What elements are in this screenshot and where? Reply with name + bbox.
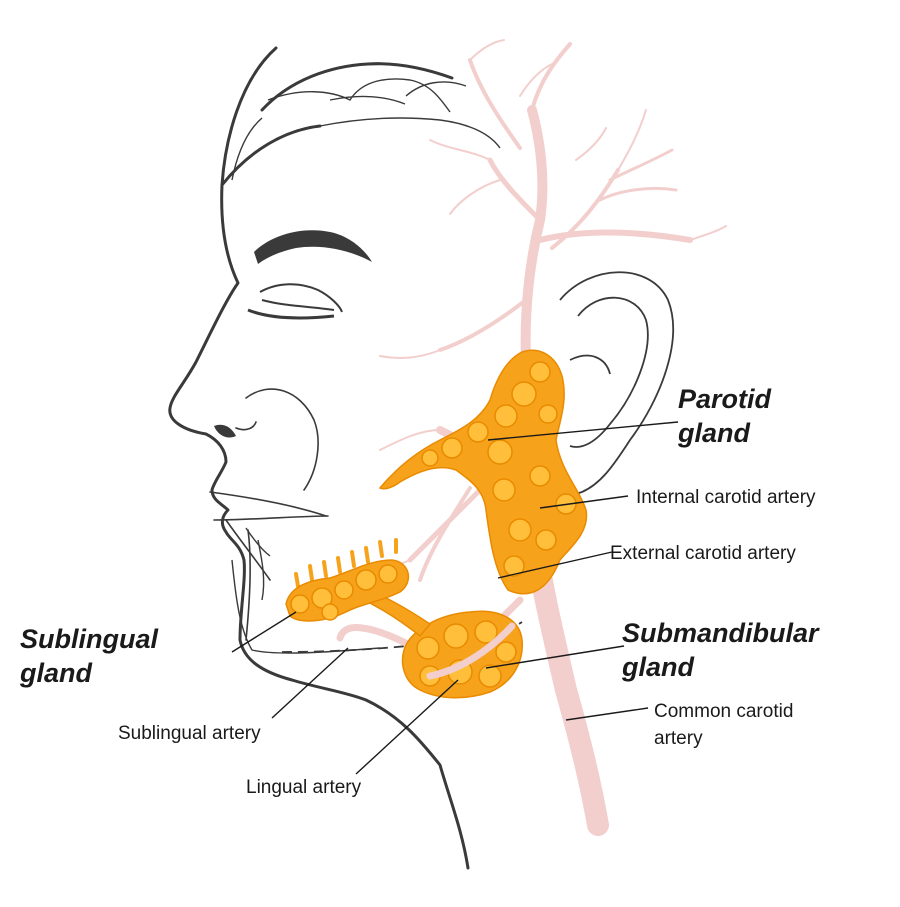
eye [247,283,343,320]
face-features [209,388,329,641]
label-common-carotid-artery-line1: Common carotid [654,701,794,722]
label-common-carotid-artery-line2: artery [654,728,703,749]
head-outline [168,46,470,870]
label-parotid-gland-line1: Parotid [678,384,772,414]
label-submandibular-gland-line1: Submandibular [622,618,819,648]
leader-submandibular [485,645,625,669]
leader-common-carotid [565,707,649,721]
label-lingual-artery: Lingual artery [246,777,362,798]
label-external-carotid-artery: External carotid artery [610,543,796,564]
leader-internal-carotid [539,495,629,509]
label-parotid-gland: Parotid gland [678,382,771,450]
parotid-gland [378,349,588,595]
leader-lines [231,421,679,775]
label-sublingual-artery: Sublingual artery [118,723,261,744]
sublingual-gland [285,538,410,622]
leader-lingual-artery [355,679,459,775]
label-sublingual-gland-line2: gland [20,658,92,688]
hair-lines [231,78,501,181]
nose-nostril [214,424,236,438]
lingual-artery-over-gland [426,622,516,680]
leader-sublingual-artery [271,647,349,719]
label-submandibular-gland-line2: gland [622,652,694,682]
ear [547,271,675,495]
label-submandibular-gland: Submandibular gland [622,616,819,684]
leader-sublingual-gland [231,611,297,653]
eyebrow [254,230,372,264]
leader-parotid [487,421,679,441]
label-internal-carotid-artery: Internal carotid artery [636,487,816,508]
label-common-carotid-artery: Common carotid artery [654,698,793,752]
label-parotid-gland-line2: gland [678,418,750,448]
leader-external-carotid [497,551,613,579]
label-sublingual-gland-line1: Sublingual [20,624,158,654]
label-sublingual-gland: Sublingual gland [20,622,158,690]
